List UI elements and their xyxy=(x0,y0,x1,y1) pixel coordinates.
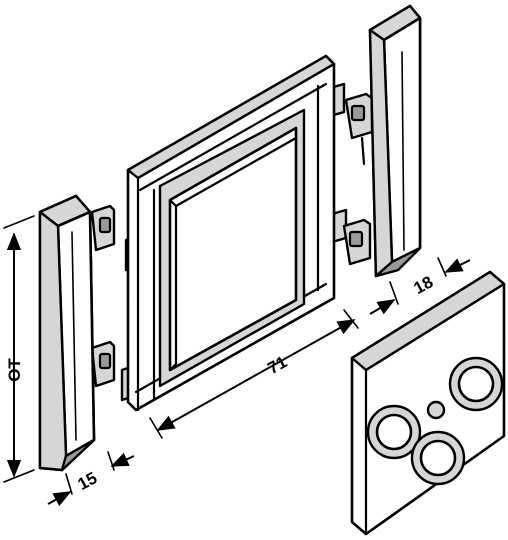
right-cap-lower-tab xyxy=(342,218,372,266)
mounting-frame xyxy=(120,54,348,412)
frame-width-label: 71 xyxy=(264,352,290,378)
side-cap-depth-label: 15 xyxy=(75,468,101,494)
right-end-cap xyxy=(342,4,422,278)
left-cap-upper-tab xyxy=(90,204,116,252)
dimension-height: OT xyxy=(3,215,35,483)
height-label: OT xyxy=(5,358,24,382)
right-cap-depth-label: 18 xyxy=(411,272,437,298)
socket-right xyxy=(448,356,504,412)
left-cap-lower-tab xyxy=(90,340,116,388)
screw-hole xyxy=(426,400,446,420)
left-end-cap xyxy=(38,194,116,472)
right-cap-upper-tab xyxy=(344,92,374,166)
socket-bottom xyxy=(410,430,466,486)
socket-left xyxy=(366,404,422,460)
cover-plate xyxy=(350,270,506,536)
